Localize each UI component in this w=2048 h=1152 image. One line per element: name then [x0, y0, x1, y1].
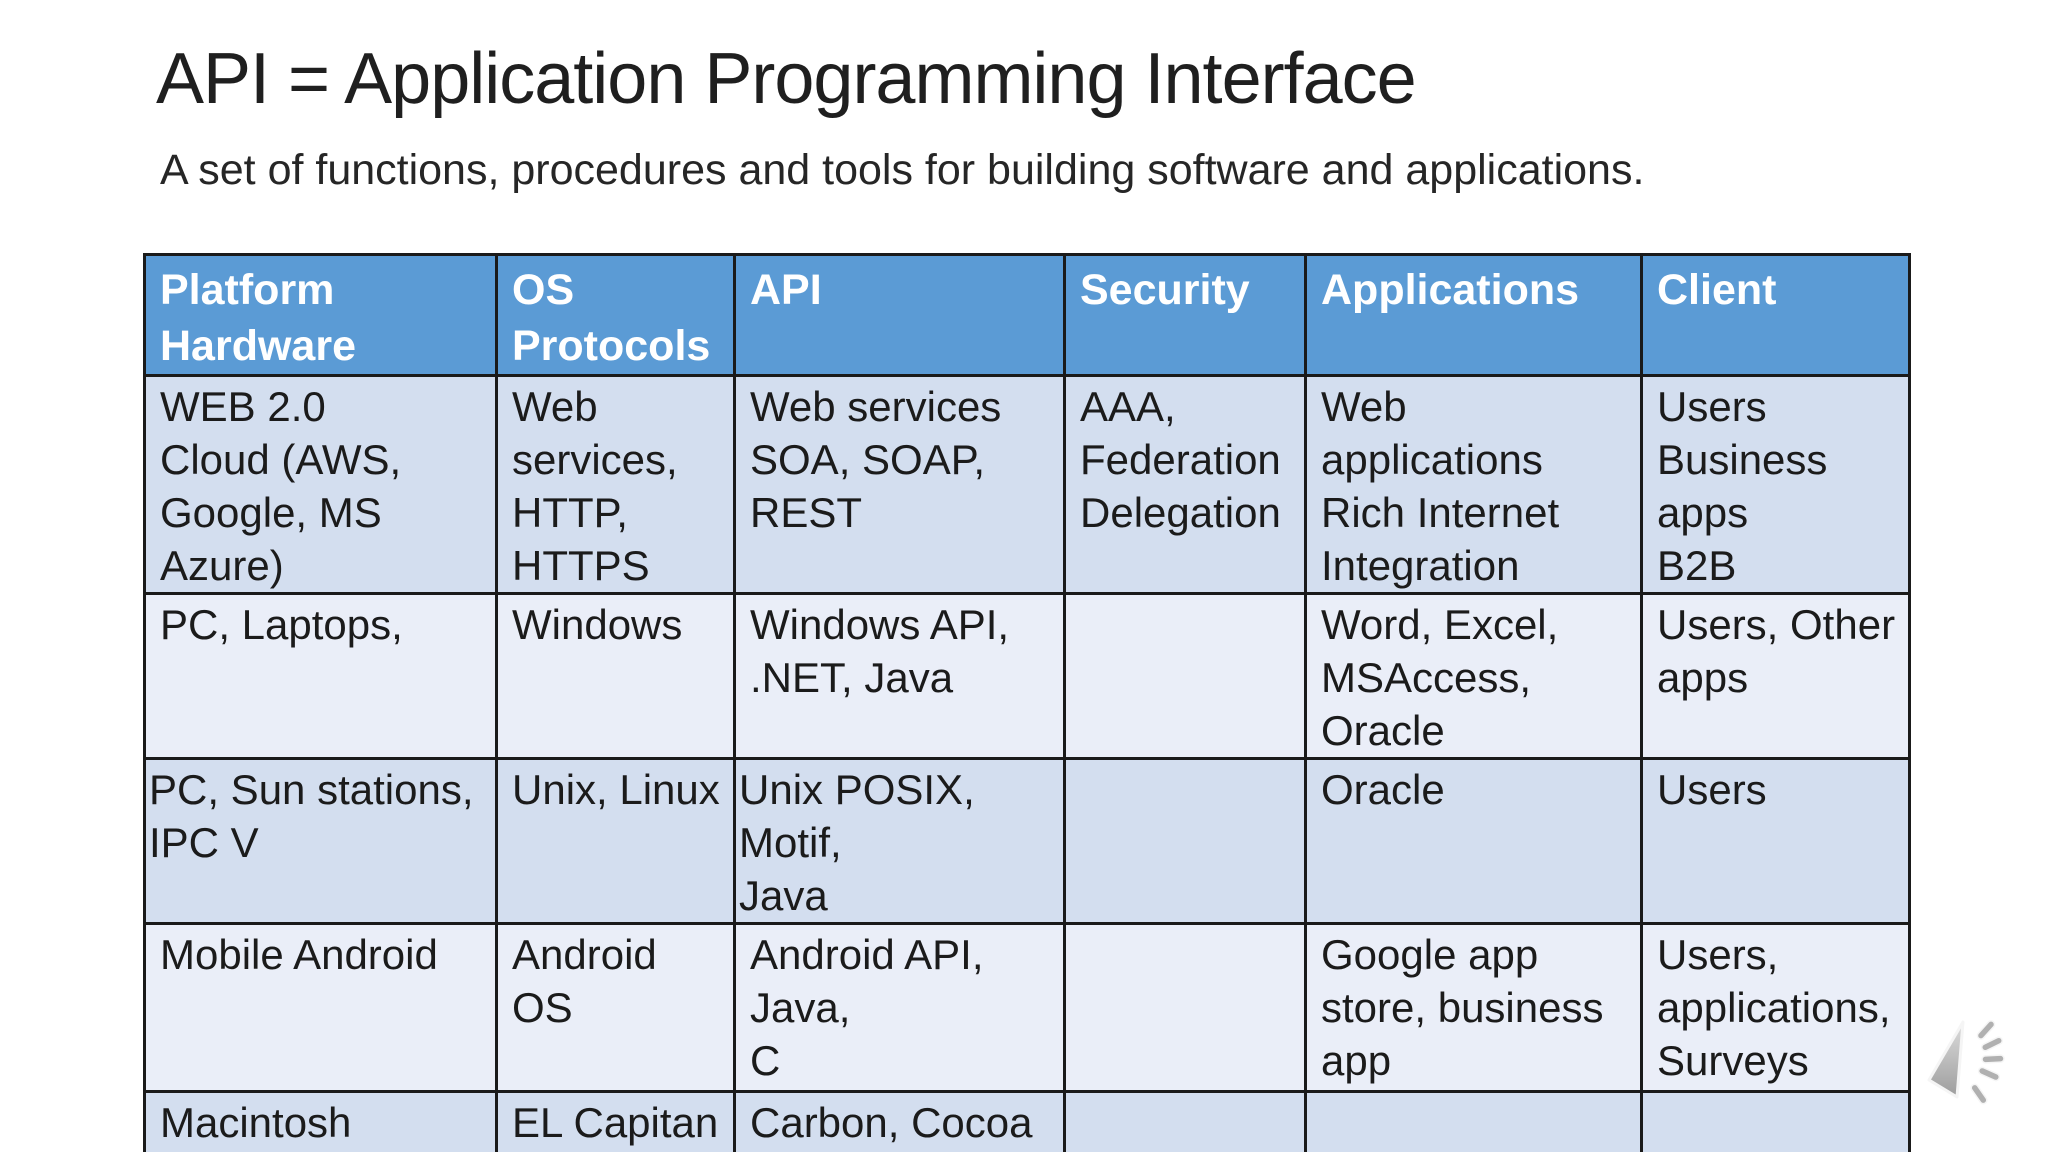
table-cell: [1640, 1090, 1911, 1152]
table-cell: Web services SOA, SOAP, REST: [733, 374, 1066, 595]
table-cell: Macintosh: [143, 1090, 498, 1152]
table-cell: Unix, Linux: [495, 757, 736, 925]
slide-subtitle: A set of functions, procedures and tools…: [160, 146, 1645, 194]
column-header-client: Client: [1640, 253, 1911, 377]
table-cell: Android API, Java, C: [733, 922, 1066, 1093]
slide-title: API = Application Programming Interface: [156, 39, 1417, 119]
api-platform-table: Platform Hardware OS Protocols API Secur…: [143, 253, 1911, 1152]
table-cell: Unix POSIX, Motif, Java: [733, 757, 1066, 925]
table-cell: EL Capitan: [495, 1090, 736, 1152]
table-row-web: WEB 2.0 Cloud (AWS, Google, MS Azure) We…: [143, 374, 1911, 595]
column-header-os-protocols: OS Protocols: [495, 253, 736, 377]
table-cell: Users Business apps B2B: [1640, 374, 1911, 595]
column-header-platform-hardware: Platform Hardware: [143, 253, 498, 377]
table-cell: [1063, 1090, 1307, 1152]
table-row-pc-sun: PC, Sun stations, IPC V Unix, Linux Unix…: [143, 757, 1911, 925]
table-header-row: Platform Hardware OS Protocols API Secur…: [143, 253, 1911, 377]
speaker-icon[interactable]: [1922, 1010, 2032, 1122]
table-cell: Android OS: [495, 922, 736, 1093]
table-cell: Web services, HTTP, HTTPS: [495, 374, 736, 595]
table-cell: Web applications Rich Internet Integrati…: [1304, 374, 1643, 595]
table-cell: PC, Laptops,: [143, 592, 498, 760]
table-cell: WEB 2.0 Cloud (AWS, Google, MS Azure): [143, 374, 498, 595]
table-row-macintosh: Macintosh EL Capitan Carbon, Cocoa: [143, 1090, 1911, 1152]
column-header-security: Security: [1063, 253, 1307, 377]
table-cell: Windows: [495, 592, 736, 760]
table-cell: Users, applications, Surveys: [1640, 922, 1911, 1093]
table-cell: Users, Other apps: [1640, 592, 1911, 760]
table-cell: Word, Excel, MSAccess, Oracle: [1304, 592, 1643, 760]
table-cell: PC, Sun stations, IPC V: [143, 757, 498, 925]
column-header-api: API: [733, 253, 1066, 377]
table-cell: Carbon, Cocoa: [733, 1090, 1066, 1152]
table-cell: [1063, 922, 1307, 1093]
table-cell: Google app store, business app: [1304, 922, 1643, 1093]
table-cell: Oracle: [1304, 757, 1643, 925]
table-cell: Windows API, .NET, Java: [733, 592, 1066, 760]
table-cell: [1304, 1090, 1643, 1152]
table-row-pc-laptops: PC, Laptops, Windows Windows API, .NET, …: [143, 592, 1911, 760]
table-cell: AAA, Federation Delegation: [1063, 374, 1307, 595]
table-cell: Users: [1640, 757, 1911, 925]
column-header-applications: Applications: [1304, 253, 1643, 377]
table-row-mobile-android: Mobile Android Android OS Android API, J…: [143, 922, 1911, 1093]
table-cell: [1063, 592, 1307, 760]
table-cell: [1063, 757, 1307, 925]
table-cell: Mobile Android: [143, 922, 498, 1093]
